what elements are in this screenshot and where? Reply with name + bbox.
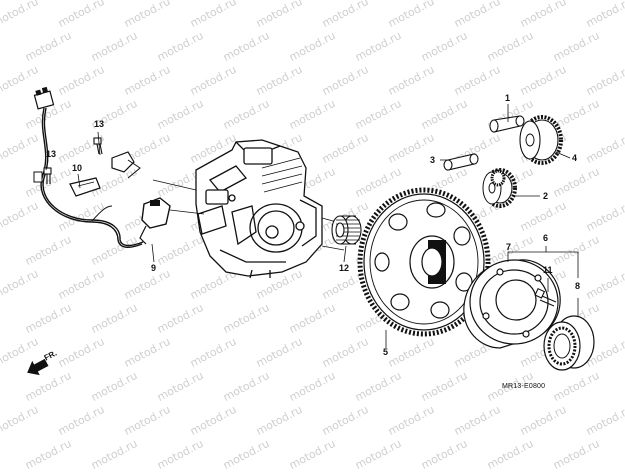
- idle-gear: [482, 168, 517, 208]
- callout-7: 7: [506, 242, 512, 252]
- needle-bearing: [331, 215, 362, 245]
- callout-9: 9: [151, 263, 157, 273]
- callout-6: 6: [543, 233, 549, 243]
- starter-driven-gear: [357, 187, 491, 337]
- wire-connector: [33, 90, 55, 110]
- callout-10: 10: [72, 163, 83, 173]
- idle-gear-shaft: [443, 153, 479, 171]
- callout-12: 12: [339, 263, 350, 273]
- callout-13-lower: 13: [46, 149, 57, 159]
- diagram-code: MR13-E0800: [502, 383, 546, 390]
- crankcase-assembly: [195, 139, 323, 279]
- front-direction-arrow-icon: [27, 358, 49, 376]
- callout-1: 1: [505, 93, 511, 103]
- callout-4: 4: [572, 153, 578, 163]
- callout-leaders: [45, 104, 579, 348]
- callout-8: 8: [575, 281, 581, 291]
- callout-2: 2: [543, 191, 549, 201]
- starter-clutch-outer: [463, 259, 561, 349]
- reduction-gear: [519, 115, 563, 165]
- clutch-bolt: [534, 287, 557, 307]
- callout-3: 3: [430, 155, 436, 165]
- callout-11: 11: [543, 265, 553, 275]
- wire-clip: [111, 151, 135, 173]
- wire-bracket: [69, 177, 101, 197]
- reduction-gear-shaft: [489, 115, 525, 133]
- wire-clamp: [33, 171, 43, 183]
- callout-5: 5: [383, 347, 389, 357]
- one-way-clutch: [543, 315, 595, 371]
- pulse-generator-harness: [33, 86, 171, 248]
- pulse-generator-sensor: [141, 197, 171, 229]
- bolt-13-lower: [43, 167, 52, 184]
- bolt-13-upper: [93, 137, 103, 155]
- callout-13-upper: 13: [94, 119, 105, 129]
